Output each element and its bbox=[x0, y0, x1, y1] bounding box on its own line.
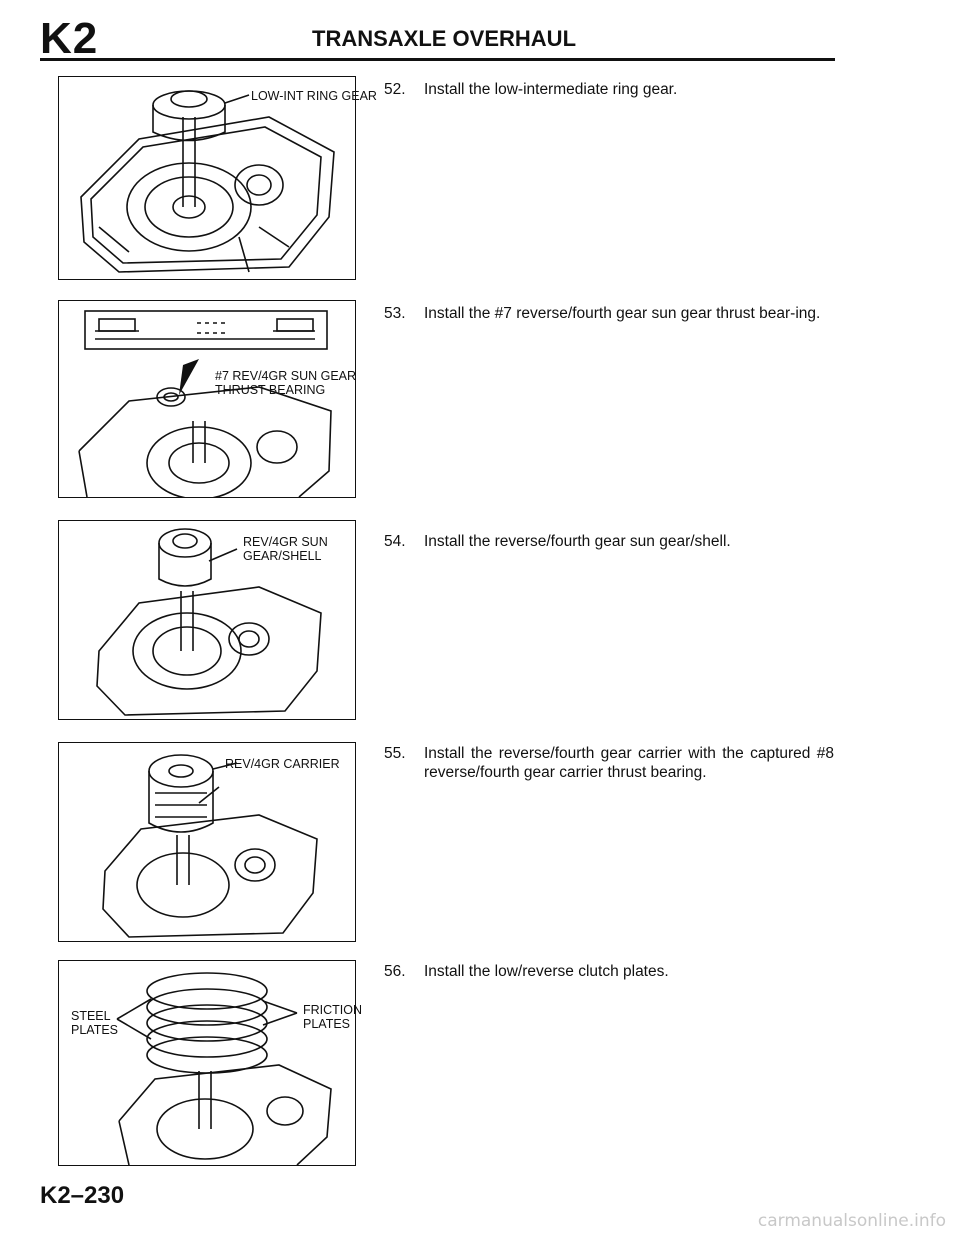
watermark: carmanualsonline.info bbox=[757, 1211, 946, 1231]
step-number: 55. bbox=[384, 745, 406, 762]
callout-label: REV/4GR SUN GEAR/SHELL bbox=[243, 535, 328, 563]
step-text: Install the low-intermediate ring gear. bbox=[424, 81, 678, 98]
sun-gear-shell-illustration bbox=[96, 528, 322, 716]
step-item: 56. Install the low/reverse clutch plate… bbox=[384, 962, 834, 981]
step-text: Install the #7 reverse/fourth gear sun g… bbox=[424, 305, 821, 322]
step-number: 56. bbox=[384, 963, 406, 980]
callout-label: #7 REV/4GR SUN GEAR THRUST BEARING bbox=[215, 369, 357, 397]
figure-clutch-plates: STEEL PLATES FRICTION PLATES bbox=[58, 960, 362, 1166]
thrust-bearing-illustration bbox=[78, 310, 332, 497]
step-item: 53. Install the #7 reverse/fourth gear s… bbox=[384, 304, 834, 323]
carrier-illustration bbox=[102, 754, 318, 938]
transaxle-case-illustration bbox=[80, 90, 335, 273]
figure-low-int-ring-gear: LOW-INT RING GEAR bbox=[58, 76, 377, 280]
step-text: Install the reverse/fourth gear sun gear… bbox=[424, 533, 731, 550]
callout-label: REV/4GR CARRIER bbox=[225, 757, 340, 771]
figure-thrust-bearing: #7 REV/4GR SUN GEAR THRUST BEARING bbox=[58, 300, 356, 498]
clutch-plates-illustration bbox=[116, 972, 332, 1165]
callout-label: FRICTION PLATES bbox=[303, 1003, 363, 1031]
callout-label: LOW-INT RING GEAR bbox=[251, 89, 377, 103]
step-item: 54. Install the reverse/fourth gear sun … bbox=[384, 532, 834, 551]
step-number: 53. bbox=[384, 305, 406, 322]
step-item: 55. Install the reverse/fourth gear carr… bbox=[384, 744, 834, 782]
callout-label: STEEL PLATES bbox=[71, 1009, 119, 1037]
page-title: TRANSAXLE OVERHAUL bbox=[312, 26, 577, 51]
figure-sun-gear-shell: REV/4GR SUN GEAR/SHELL bbox=[58, 520, 356, 720]
page-number: K2–230 bbox=[40, 1182, 125, 1209]
header-rule bbox=[40, 58, 835, 61]
figure-carrier: REV/4GR CARRIER bbox=[58, 742, 356, 942]
step-item: 52. Install the low-intermediate ring ge… bbox=[384, 80, 834, 99]
step-number: 52. bbox=[384, 81, 406, 98]
step-text: Install the reverse/fourth gear carrier … bbox=[424, 745, 834, 781]
section-code: K2 bbox=[40, 14, 99, 63]
step-number: 54. bbox=[384, 533, 406, 550]
step-text: Install the low/reverse clutch plates. bbox=[424, 963, 669, 980]
